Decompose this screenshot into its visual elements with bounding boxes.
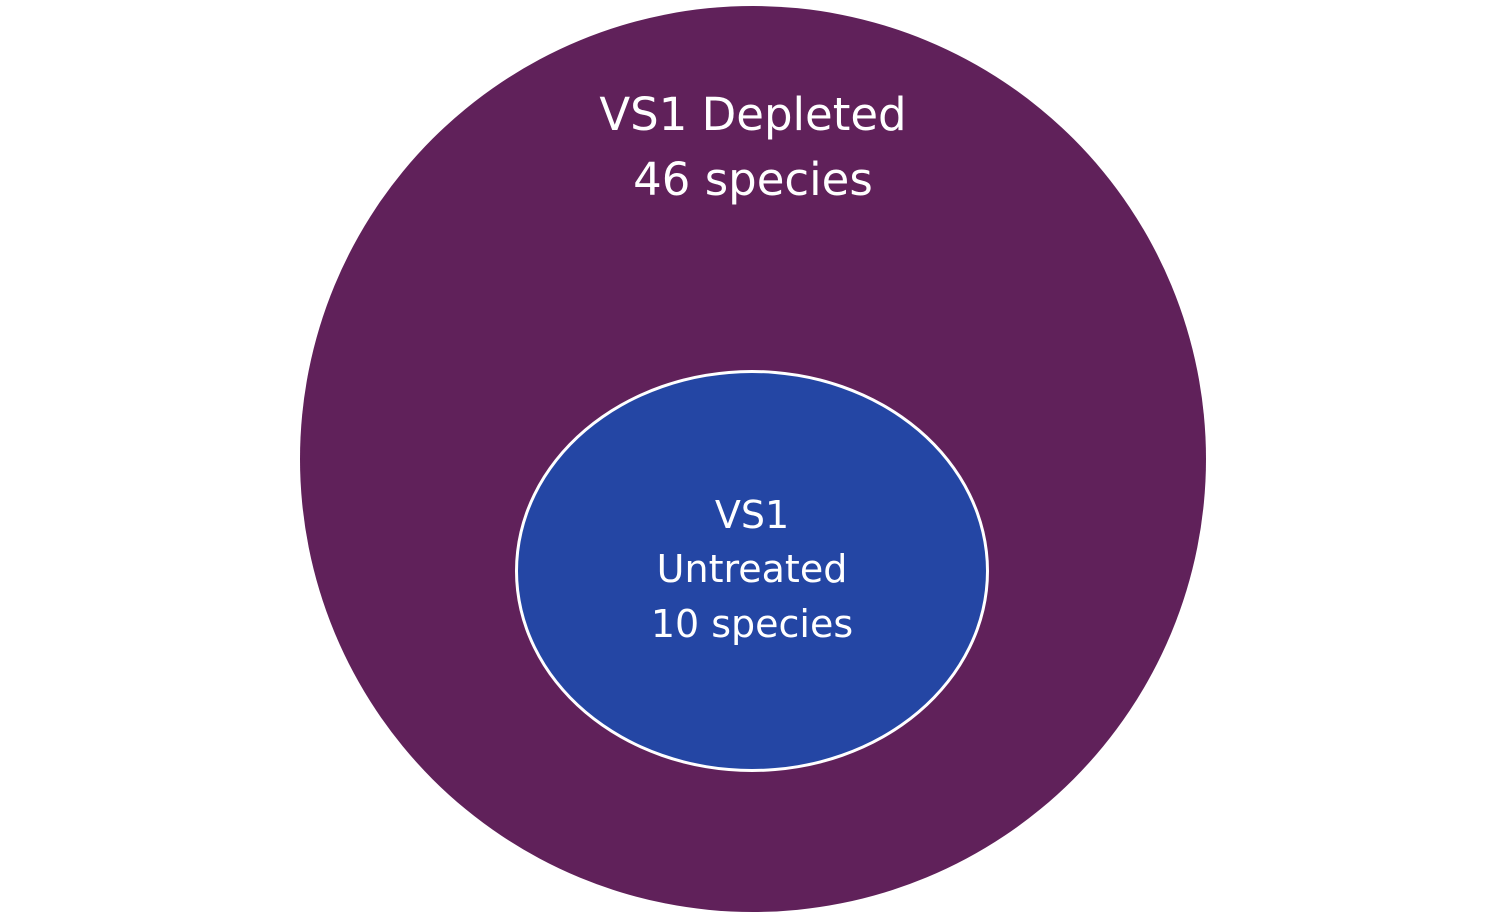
inner-set-title-line1: VS1 <box>714 493 790 537</box>
inner-set-ellipse <box>515 370 989 772</box>
outer-set-count: 46 species <box>633 153 873 206</box>
outer-set-title: VS1 Depleted <box>599 88 907 141</box>
inner-set-title-line2: Untreated <box>656 547 848 591</box>
inner-set-count: 10 species <box>650 602 854 646</box>
